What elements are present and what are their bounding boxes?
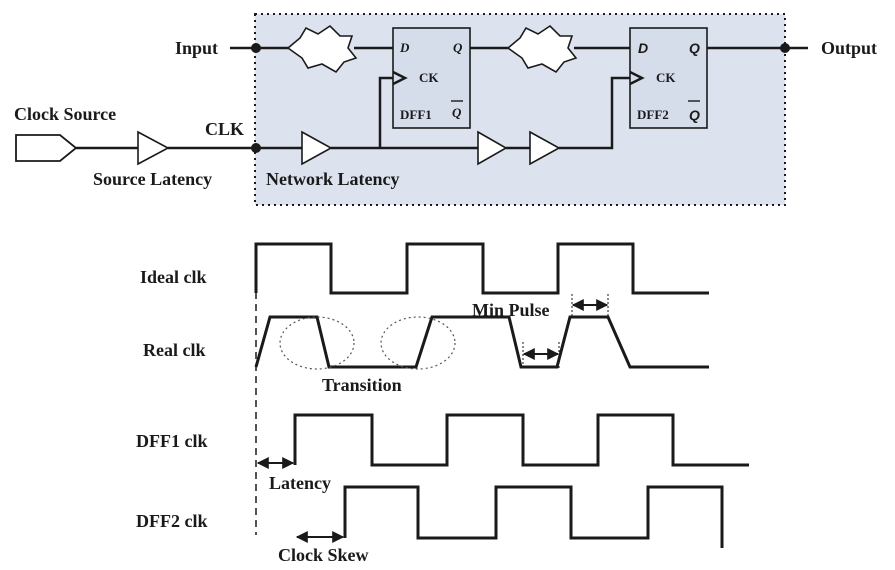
ideal-clk-label: Ideal clk [140,267,207,287]
real-clk-waveform [254,315,709,369]
network-buffer-1-icon [301,130,333,166]
network-latency-label: Network Latency [266,169,399,189]
clock-source-icon [15,134,78,162]
dff2-d-pin: D [638,40,648,56]
combinational-logic-1-icon [286,24,358,74]
dff1-ck-pin: CK [419,70,439,85]
output-label: Output [821,38,877,58]
dff2-q-pin: Q [689,40,700,56]
transition-ellipse-1 [279,316,355,370]
min-pulse-label: Min Pulse [472,300,550,320]
dff1-clk-waveform [293,413,749,467]
combinational-logic-2-icon [506,24,578,74]
dff1-clk-label: DFF1 clk [136,431,208,451]
source-latency-label: Source Latency [93,169,212,189]
dff1-q-pin: Q [453,40,463,55]
clk-label: CLK [205,119,244,139]
dff2: D Q CK DFF2 Q [629,27,708,129]
output-wire [707,43,808,53]
dff2-name: DFF2 [637,107,669,122]
input-label: Input [175,38,218,58]
dff2-qbar-pin: Q [689,107,700,123]
dff2-ck-pin: CK [656,70,676,85]
transition-label: Transition [322,375,402,395]
latency-label: Latency [269,473,331,493]
clk-node [251,143,261,153]
input-wire [230,43,290,53]
clock-source-label: Clock Source [14,104,116,124]
ideal-clk-waveform [254,242,709,295]
transition-ellipse-2 [380,316,456,370]
dff1-d-pin: D [399,40,410,55]
dff2-clk-waveform [343,485,724,548]
dff2-clk-label: DFF2 clk [136,511,208,531]
network-buffer-2-icon [477,130,508,166]
dff1: D Q CK DFF1 Q [392,27,471,129]
real-clk-label: Real clk [143,340,206,360]
dff1-qbar-pin: Q [452,105,462,120]
dff1-name: DFF1 [400,107,432,122]
network-buffer-3-icon [529,130,561,166]
source-buffer-icon [137,130,170,166]
clock-skew-label: Clock Skew [278,545,369,565]
